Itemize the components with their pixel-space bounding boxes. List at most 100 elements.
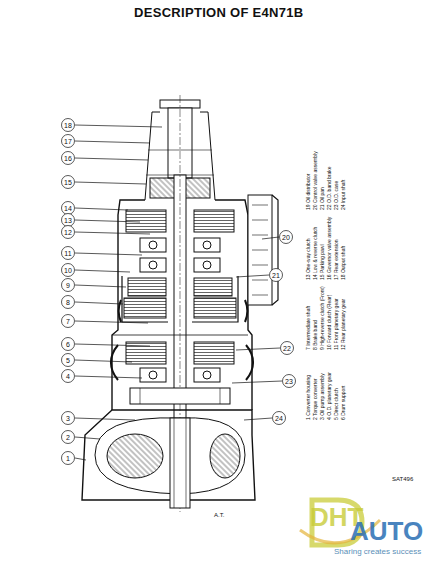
callout-number: 23 [285,378,293,385]
leader-line [75,158,148,160]
leader-line [75,220,140,222]
callout-circle [62,338,75,351]
leader-line [75,141,150,143]
callout-number: 21 [272,272,280,279]
callout-number: 9 [66,282,70,289]
callout-circle [62,264,75,277]
part-list-entry: 6 Drum support [341,386,346,420]
leader-line [75,360,132,362]
part-list-entry: 14 Low & reverse clutch [313,227,318,280]
part-list-entry: 24 Input shaft [341,180,346,210]
leader-line [75,253,142,255]
callout-number: 18 [64,122,72,129]
callout-circle [62,279,75,292]
page-title: DESCRIPTION OF E4N71B [134,6,304,19]
oil-pump [130,388,230,404]
part-list-entry: 15 Parking pawl [320,244,325,280]
oil-pan [272,195,278,305]
converter-housing [82,410,255,500]
leader-line [75,270,130,272]
figure-code: SAT496 [392,476,413,482]
part-list-entry: 18 Output shaft [341,246,346,280]
callout-number: 17 [64,138,72,145]
part-list-entry: 10 Forward clutch (Rear) [327,295,332,350]
callout-circle [62,354,75,367]
callout-circle [62,370,75,383]
part-list-entry: 3 Oil pump assembly [320,373,325,420]
part-list-entry: 1 Converter housing [306,375,311,420]
callout-circle [62,214,75,227]
callout-number: 3 [66,415,70,422]
callout-number: 6 [66,341,70,348]
callout-number: 12 [64,229,72,236]
part-list-entry: 20 Control valve assembly [313,151,318,210]
part-list-entry: 17 Rear extension [334,239,339,280]
leader-line [244,418,272,420]
callout-circle [280,231,293,244]
part-list-entry: 19 Oil distributor [306,174,311,210]
leader-line [232,381,282,383]
part-list-entry: 7 Intermediate shaft [306,306,311,350]
callout-circle [62,119,75,132]
callout-number: 4 [66,373,70,380]
callout-number: 2 [66,434,70,441]
callout-number: 20 [282,234,290,241]
callout-circle [273,412,286,425]
callout-circle [281,342,294,355]
callout-number: 10 [64,267,72,274]
watermark-text: Sharing creates success [334,548,421,556]
leader-line [75,418,135,420]
leader-line [236,275,269,277]
part-list-entry: 22 O.D. band brake [327,166,332,210]
leader-line [75,232,150,234]
leader-line [75,376,142,378]
watermark-text: AUTO [350,518,423,544]
leader-line [75,302,123,304]
callout-circle [62,152,75,165]
callout-number: 1 [66,455,70,462]
planetary-gear [140,238,166,252]
callout-circle [62,431,75,444]
control-valve-body [248,195,272,305]
callout-number: 22 [283,345,291,352]
part-list-entry: 5 Direct clutch [334,388,339,420]
part-list-entry: 11 Front planetary gear [334,298,339,350]
callout-number: 16 [64,155,72,162]
callout-number: 14 [64,205,72,212]
leader-line [75,458,86,460]
part-list-entry: 21 Oil pan [320,187,325,210]
callout-circle [62,412,75,425]
part-list-entry: 23 O.D. case [334,181,339,210]
callout-circle [62,296,75,309]
clutch-pack [126,210,166,232]
leader-line [236,348,280,350]
part-list-entry: 2 Torque converter [313,378,318,420]
callout-number: 24 [275,415,283,422]
callout-number: 13 [64,217,72,224]
callout-circle [62,247,75,260]
callout-circle [62,452,75,465]
callout-number: 8 [66,299,70,306]
part-list-entry: 12 Rear planetary gear [341,299,346,350]
callout-circle [270,269,283,282]
part-list-entry: 4 O.D. planetary gear [327,372,332,420]
callout-circle [62,315,75,328]
callout-number: 15 [64,179,72,186]
leader-line [75,182,146,184]
section-note: A.T. [214,512,224,518]
callout-number: 11 [64,250,71,257]
callout-number: 5 [66,357,70,364]
leader-line [75,125,162,127]
leader-line [262,237,279,239]
callout-circle [62,202,75,215]
leader-line [75,437,100,439]
callout-circle [62,135,75,148]
part-list-entry: 8 Brake band [313,320,318,350]
part-list-entry: 9 High-reverse clutch (Front) [320,286,325,350]
callout-circle [62,226,75,239]
part-list-entry: 16 Governor valve assembly [327,217,332,280]
callout-circle [62,176,75,189]
callout-circle [283,375,296,388]
part-list-entry: 13 One-way clutch [306,239,311,280]
